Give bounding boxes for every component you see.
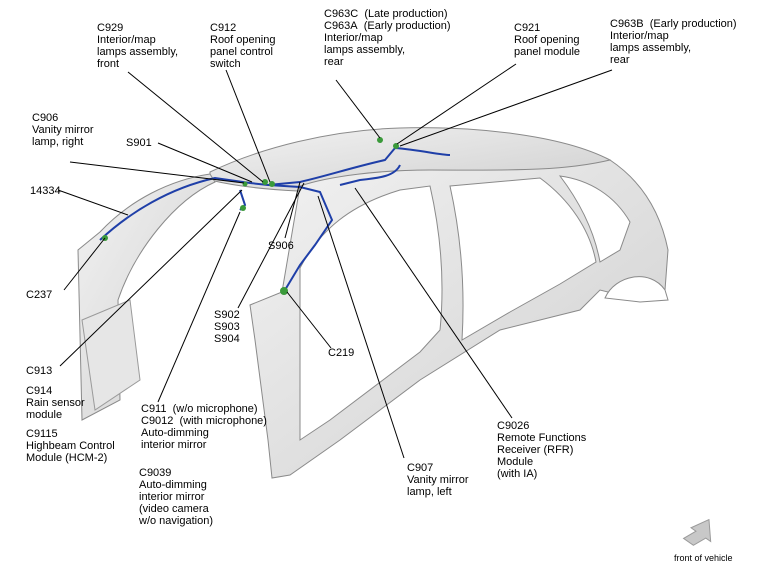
label-s902-s903-s904: S902 S903 S904 — [214, 309, 240, 345]
label-c963c-c963a: C963C (Late production) C963A (Early pro… — [324, 8, 451, 68]
wiring-harness — [99, 146, 451, 291]
front-of-vehicle-arrow-icon — [682, 518, 712, 546]
label-c907: C907 Vanity mirror lamp, left — [407, 462, 469, 498]
label-c9026: C9026 Remote Functions Receiver (RFR) Mo… — [497, 420, 587, 480]
label-c921: C921 Roof opening panel module — [514, 22, 581, 58]
label-c912: C912 Roof opening panel control switch — [210, 22, 276, 70]
label-c9039: C9039 Auto-dimming interior mirror (vide… — [139, 467, 213, 527]
quarter-window — [558, 175, 631, 263]
label-c929: C929 Interior/map lamps assembly, front — [97, 22, 179, 70]
connector-c963c — [377, 137, 383, 143]
rear-wheel-arch — [604, 276, 669, 303]
label-c914: C914 Rain sensor module — [26, 385, 85, 421]
connector-c929 — [262, 179, 268, 185]
front-of-vehicle-label: front of vehicle — [674, 553, 733, 563]
label-c9115: C9115 Highbeam Control Module (HCM-2) — [26, 428, 115, 464]
connector-c921 — [393, 143, 399, 149]
connector-c906 — [242, 181, 248, 187]
label-c913: C913 — [26, 365, 53, 377]
connector-c9039 — [240, 205, 246, 211]
label-c911-c9012: C911 (w/o microphone) C9012 (with microp… — [141, 403, 267, 451]
label-c906: C906 Vanity mirror lamp, right — [32, 112, 94, 148]
leader-lines — [57, 63, 613, 459]
label-14334: 14334 — [30, 185, 61, 197]
front-sill — [81, 299, 141, 411]
label-c963b: C963B (Early production) Interior/map la… — [610, 18, 737, 66]
label-c237: C237 — [26, 289, 53, 301]
label-c219: C219 — [328, 347, 355, 359]
connector-c912 — [269, 181, 275, 187]
rear-door-opening — [449, 177, 597, 341]
connector-c219 — [280, 287, 288, 295]
label-s906: S906 — [268, 240, 294, 252]
label-s901: S901 — [126, 137, 152, 149]
